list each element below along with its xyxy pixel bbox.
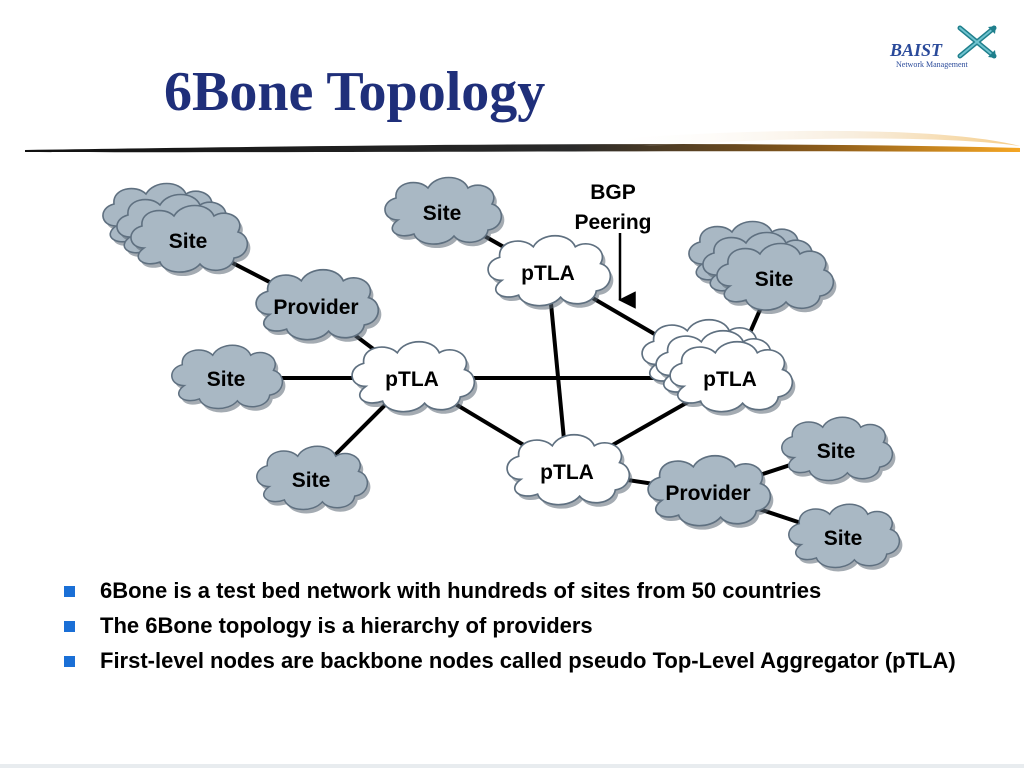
site-label: Site — [292, 469, 331, 492]
node-site-right-lower: Site — [788, 503, 903, 572]
node-provider-right: Provider — [647, 454, 774, 530]
site-label: Site — [423, 202, 462, 225]
node-site-mid-left: Site — [171, 344, 286, 413]
node-ptla-top: pTLA — [487, 234, 614, 310]
square-bullet-icon — [64, 586, 75, 597]
bullet-item: 6Bone is a test bed network with hundred… — [62, 576, 962, 605]
node-site-top-left: Site — [102, 182, 251, 277]
logo-name: BAIST — [890, 40, 943, 60]
bullet-list: 6Bone is a test bed network with hundred… — [62, 576, 962, 681]
bullet-item: First-level nodes are backbone nodes cal… — [62, 646, 962, 675]
provider-label: Provider — [665, 482, 750, 505]
square-bullet-icon — [64, 656, 75, 667]
provider-label: Provider — [273, 296, 358, 319]
site-label: Site — [817, 440, 856, 463]
node-site-top-center: Site — [384, 176, 505, 249]
bgp-peering-annotation: BGP Peering — [574, 181, 652, 309]
site-label: Site — [824, 527, 863, 550]
bullet-text: 6Bone is a test bed network with hundred… — [100, 578, 822, 603]
site-label: Site — [169, 230, 208, 253]
bullet-item: The 6Bone topology is a hierarchy of pro… — [62, 611, 962, 640]
node-ptla-bottom: pTLA — [506, 433, 633, 509]
node-provider-left: Provider — [255, 268, 382, 344]
node-ptla-right: pTLA — [641, 318, 796, 416]
node-site-top-right: Site — [688, 220, 837, 315]
node-site-bottom-left: Site — [256, 445, 371, 514]
bullet-text: The 6Bone topology is a hierarchy of pro… — [100, 613, 593, 638]
ptla-label: pTLA — [385, 368, 439, 391]
slide-title: 6Bone Topology — [164, 61, 546, 123]
ptla-label: pTLA — [703, 368, 757, 391]
footer-rule — [0, 764, 1024, 768]
baist-logo: BAIST Network Management — [890, 22, 1010, 72]
node-ptla-left: pTLA — [351, 340, 478, 416]
ptla-label: pTLA — [540, 461, 594, 484]
bgp-label-line1: BGP — [590, 181, 636, 204]
square-bullet-icon — [64, 621, 75, 632]
title-swoosh — [25, 130, 1020, 153]
crossed-arrows-icon — [957, 25, 997, 59]
ptla-label: pTLA — [521, 262, 575, 285]
logo-subtitle: Network Management — [896, 60, 968, 69]
node-site-right-upper: Site — [781, 416, 896, 485]
bgp-label-line2: Peering — [574, 211, 651, 234]
bullet-text: First-level nodes are backbone nodes cal… — [100, 648, 956, 673]
site-label: Site — [755, 268, 794, 291]
site-label: Site — [207, 368, 246, 391]
